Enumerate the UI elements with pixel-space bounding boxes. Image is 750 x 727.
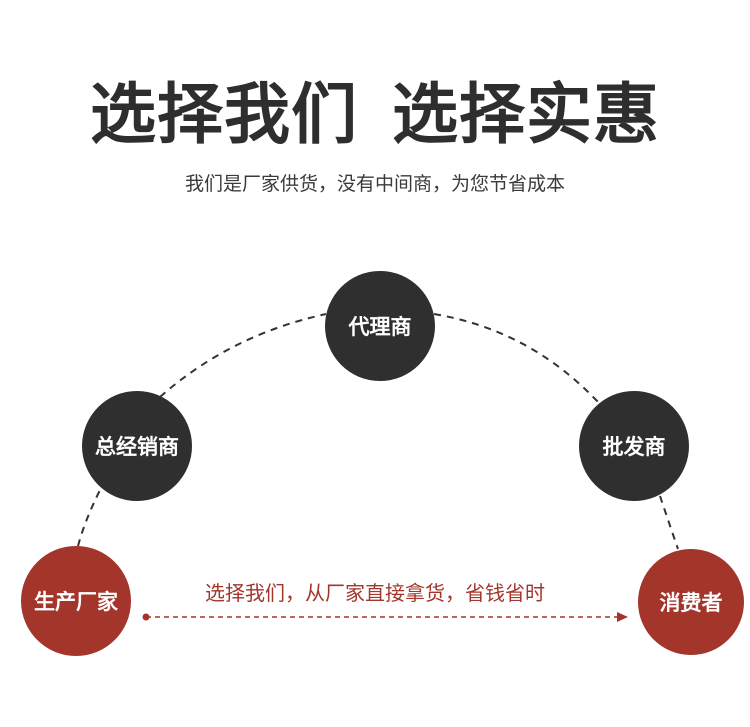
arc-general-to-agent (159, 313, 327, 398)
direct-arrow-head (617, 612, 628, 622)
headline: 选择我们选择实惠 (0, 72, 750, 158)
node-general-distributor: 总经销商 (82, 391, 192, 501)
direct-arrow-start-dot (142, 613, 150, 621)
arc-wholesaler-to-consumer (659, 495, 679, 550)
node-consumer: 消费者 (638, 549, 744, 655)
arc-agent-to-wholesaler (433, 313, 599, 403)
node-agent: 代理商 (325, 271, 435, 381)
subtitle: 我们是厂家供货，没有中间商，为您节省成本 (184, 173, 565, 195)
node-wholesaler: 批发商 (579, 391, 689, 501)
arc-producer-to-general (77, 489, 101, 547)
headline-right: 选择实惠 (392, 76, 660, 153)
node-producer: 生产厂家 (21, 546, 131, 656)
direct-path-label: 选择我们，从厂家直接拿货，省钱省时 (205, 581, 545, 605)
headline-left: 选择我们 (90, 76, 358, 153)
